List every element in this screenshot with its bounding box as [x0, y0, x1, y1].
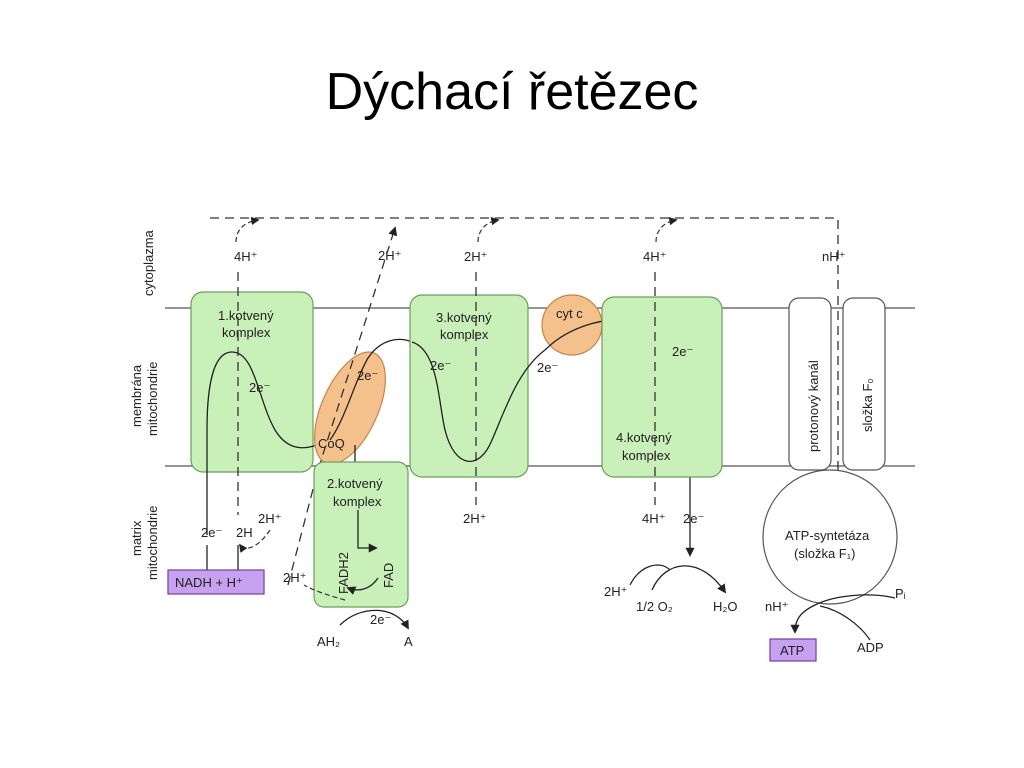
atp-synthase-label-2: (složka F₁)	[794, 546, 855, 561]
complex1-bottom-protons: 2H⁺	[258, 511, 281, 526]
complex2-fad-label: FAD	[381, 563, 396, 588]
region-matrix-label-2: mitochondrie	[145, 506, 160, 580]
complex3-electron-path	[411, 341, 546, 462]
complex1-box	[190, 291, 314, 473]
complex1-proton-arrow	[235, 216, 260, 243]
cytc-circle	[541, 294, 603, 356]
region-membrane-label-2: mitochondrie	[145, 362, 160, 436]
complex1-bottom-proton-arrow	[239, 529, 271, 553]
complex4-electron-label: 2e⁻	[672, 344, 693, 359]
succinate-arrow	[339, 609, 409, 630]
complex3-label-2: komplex	[440, 327, 489, 342]
coq-ellipse	[314, 351, 386, 465]
f1-circle	[762, 469, 898, 605]
complex3-box	[409, 294, 529, 478]
succinate-product: A	[404, 634, 413, 649]
complex3-top-protons: 2H⁺	[464, 249, 487, 264]
atp-synthase-label-1: ATP-syntetáza	[785, 528, 870, 543]
region-cytoplasm-label: cytoplazma	[141, 229, 156, 296]
phosphate-label: Pᵢ	[895, 586, 906, 601]
coq-electron-label: 2e⁻	[357, 368, 378, 383]
coq-electron-path	[329, 338, 413, 441]
succinate-substrate: AH₂	[317, 634, 340, 649]
complex4-bottom-electrons: 2e⁻	[683, 511, 704, 526]
water-proton-arrow	[629, 564, 671, 586]
coq-top-protons: 2H⁺	[378, 248, 401, 263]
region-matrix-label-1: matrix	[129, 520, 144, 556]
complex2-proton-arrow	[303, 584, 346, 601]
complex4-proton-arrow	[655, 216, 678, 243]
fo-component-label: složka F₀	[860, 378, 875, 432]
atp-box	[769, 638, 817, 662]
complex4-top-protons: 4H⁺	[643, 249, 666, 264]
complex1-top-protons: 4H⁺	[234, 249, 257, 264]
complex1-label-1: 1.kotvený	[218, 308, 274, 323]
complex2-fad-arrow	[357, 510, 378, 553]
atp-bottom-protons: nH⁺	[765, 599, 788, 614]
complex3-label-1: 3.kotvený	[436, 310, 492, 325]
water-arrow	[651, 565, 727, 594]
fo-component-box	[842, 297, 886, 471]
complex3-electron-label: 2e⁻	[430, 358, 451, 373]
complex4-bottom-protons: 4H⁺	[642, 511, 665, 526]
adp-arrow	[819, 605, 871, 641]
proton-channel-label: protonový kanál	[806, 360, 821, 452]
nadh-label: NADH + H⁺	[175, 575, 243, 590]
complex4-label-1: 4.kotvený	[616, 430, 672, 445]
water-protons: 2H⁺	[604, 584, 627, 599]
complex2-box	[313, 461, 409, 608]
complex2-fadh2-label: FADH2	[336, 552, 351, 594]
complex1-bottom-electrons: 2e⁻	[201, 525, 222, 540]
adp-label: ADP	[857, 640, 884, 655]
proton-channel-box	[788, 297, 832, 471]
atp-formation-arrow	[790, 594, 896, 634]
complex1-electron-label: 2e⁻	[249, 380, 270, 395]
complex1-electron-path	[206, 351, 331, 535]
complex2-label-2: komplex	[333, 494, 382, 509]
complex3-proton-arrow	[477, 216, 500, 243]
complex2-proton-label: 2H⁺	[283, 570, 306, 585]
complex4-label-2: komplex	[622, 448, 671, 463]
water-oxygen: 1/2 O₂	[636, 599, 673, 614]
cytc-label: cyt c	[556, 306, 583, 321]
complex1-bottom-h: 2H	[236, 525, 253, 540]
cytc-electron-label: 2e⁻	[537, 360, 558, 375]
nadh-box	[167, 569, 265, 595]
complex4-box	[601, 296, 723, 478]
complex1-label-2: komplex	[222, 325, 271, 340]
complex3-bottom-protons: 2H⁺	[463, 511, 486, 526]
slide-title: Dýchací řetězec	[325, 63, 699, 121]
complex2-label-1: 2.kotvený	[327, 476, 383, 491]
proton-gradient-dashed-line	[210, 217, 839, 290]
water-product: H₂O	[713, 599, 738, 614]
region-membrane-label-1: membrána	[129, 364, 144, 427]
atp-top-protons: nH⁺	[822, 249, 845, 264]
coq-proton-dashed	[287, 226, 398, 586]
atp-label: ATP	[780, 643, 804, 658]
complex2-electron-label: 2e⁻	[370, 612, 391, 627]
complex2-fad-cycle	[346, 577, 379, 595]
